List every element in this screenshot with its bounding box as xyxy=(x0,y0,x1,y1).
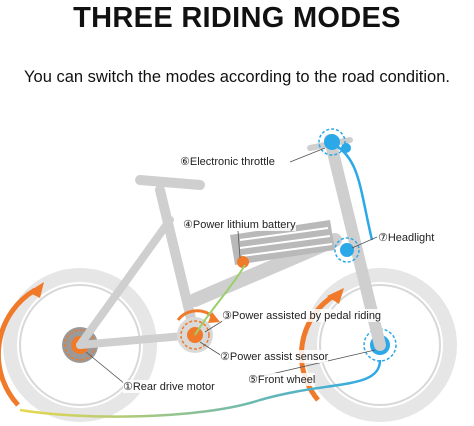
label-assist-sensor: ②Power assist sensor xyxy=(220,350,329,363)
battery xyxy=(230,220,335,268)
label-rear-motor: ①Rear drive motor xyxy=(123,380,215,393)
label-lithium-battery: ④Power lithium battery xyxy=(183,218,296,231)
page-title: THREE RIDING MODES xyxy=(73,2,401,34)
rear-rotation-arrow xyxy=(0,287,37,407)
label-electronic-throttle: ⑥Electronic throttle xyxy=(180,155,275,168)
page-subtitle: You can switch the modes according to th… xyxy=(24,68,450,86)
label-pedal-riding: ③Power assisted by pedal riding xyxy=(222,309,382,322)
label-headlight: ⑦Headlight xyxy=(378,231,435,244)
front-rotation-arrow xyxy=(298,292,337,402)
label-front-wheel: ⑤Front wheel xyxy=(248,373,316,386)
